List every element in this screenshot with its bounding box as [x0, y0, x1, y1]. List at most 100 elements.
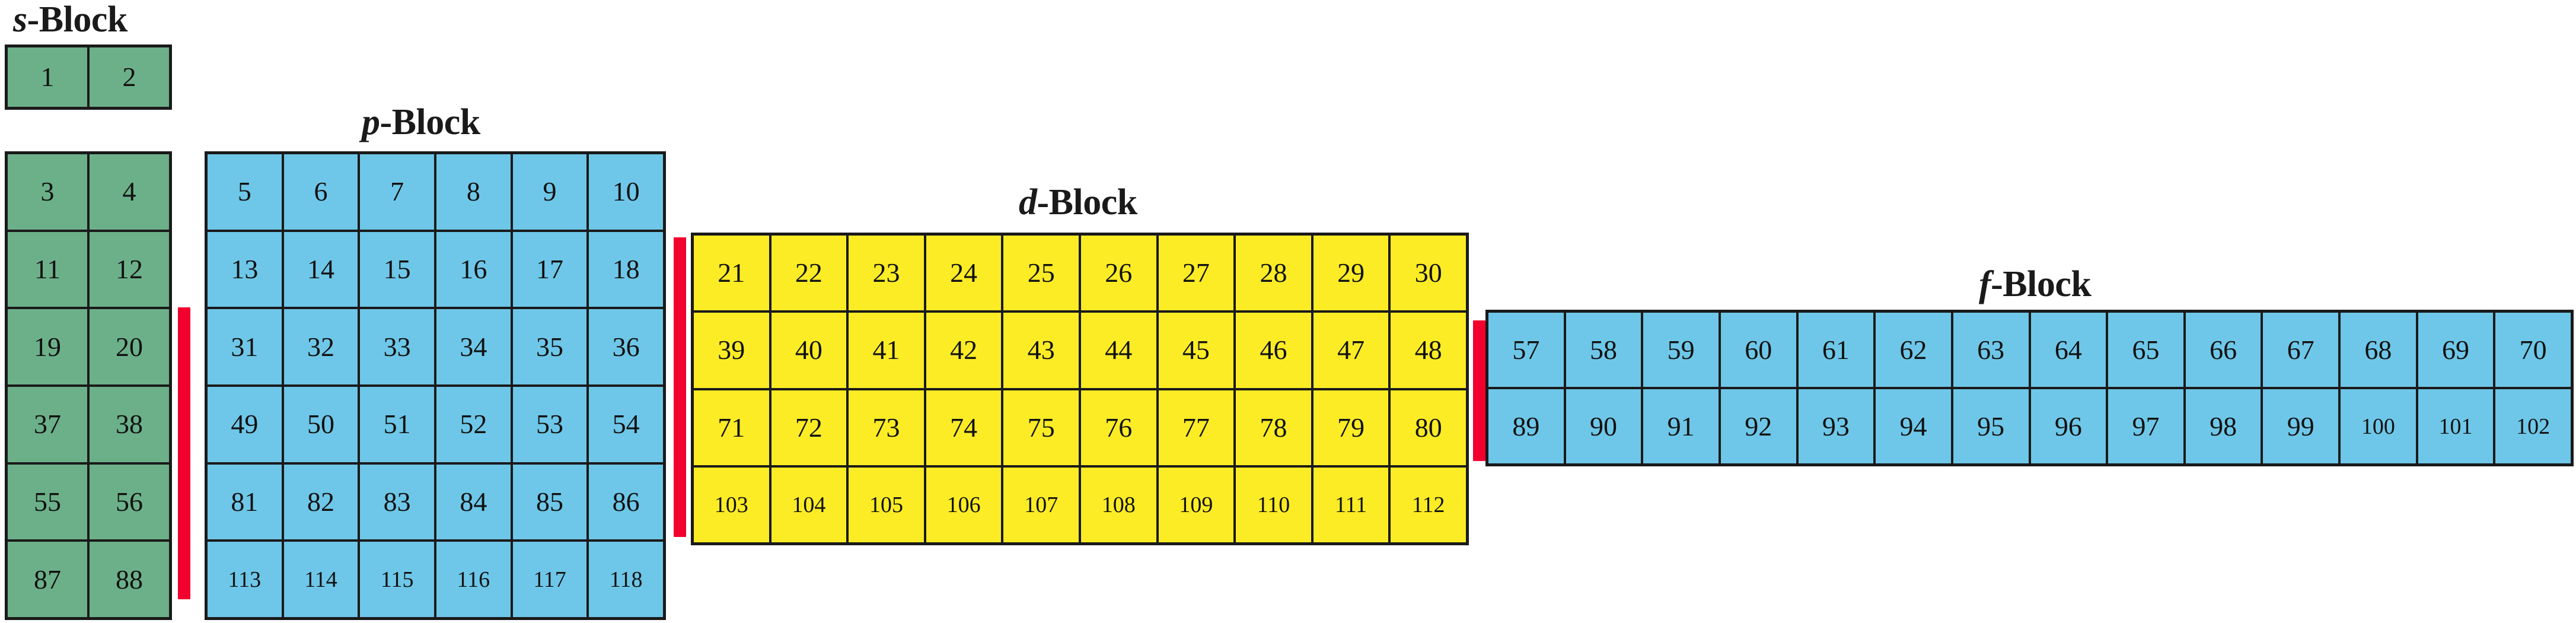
element-cell[interactable]: 59 — [1643, 313, 1719, 387]
element-cell[interactable]: 25 — [1003, 236, 1079, 311]
element-cell[interactable]: 21 — [694, 236, 769, 311]
element-cell[interactable]: 93 — [1798, 389, 1874, 463]
element-cell[interactable]: 8 — [436, 154, 511, 230]
element-cell[interactable]: 82 — [283, 464, 358, 540]
element-cell[interactable]: 62 — [1876, 313, 1951, 387]
element-cell[interactable]: 38 — [90, 386, 169, 462]
element-cell[interactable]: 52 — [436, 386, 511, 462]
element-cell[interactable]: 84 — [436, 464, 511, 540]
element-cell[interactable]: 5 — [208, 154, 282, 230]
element-cell[interactable]: 91 — [1643, 389, 1719, 463]
element-cell[interactable]: 97 — [2108, 389, 2183, 463]
element-cell[interactable]: 54 — [589, 386, 663, 462]
element-cell[interactable]: 113 — [208, 542, 282, 617]
element-cell[interactable]: 111 — [1313, 467, 1389, 542]
element-cell[interactable]: 87 — [8, 542, 87, 617]
element-cell[interactable]: 11 — [8, 231, 87, 307]
element-cell[interactable]: 27 — [1158, 236, 1234, 311]
element-cell[interactable]: 103 — [694, 467, 769, 542]
element-cell[interactable]: 73 — [849, 390, 924, 465]
element-cell[interactable]: 58 — [1566, 313, 1641, 387]
element-cell[interactable]: 55 — [8, 464, 87, 540]
element-cell[interactable]: 32 — [283, 309, 358, 384]
element-cell[interactable]: 106 — [926, 467, 1002, 542]
element-cell[interactable]: 29 — [1313, 236, 1389, 311]
element-cell[interactable]: 31 — [208, 309, 282, 384]
element-cell[interactable]: 80 — [1391, 390, 1466, 465]
element-cell[interactable]: 34 — [436, 309, 511, 384]
element-cell[interactable]: 43 — [1003, 313, 1079, 388]
element-cell[interactable]: 26 — [1080, 236, 1156, 311]
element-cell[interactable]: 90 — [1566, 389, 1641, 463]
element-cell[interactable]: 102 — [2495, 389, 2571, 463]
element-cell[interactable]: 69 — [2418, 313, 2494, 387]
element-cell[interactable]: 44 — [1080, 313, 1156, 388]
element-cell[interactable]: 12 — [90, 231, 169, 307]
element-cell[interactable]: 19 — [8, 309, 87, 384]
element-cell[interactable]: 10 — [589, 154, 663, 230]
element-cell[interactable]: 46 — [1236, 313, 1311, 388]
element-cell[interactable]: 74 — [926, 390, 1002, 465]
element-cell[interactable]: 83 — [360, 464, 434, 540]
element-cell[interactable]: 104 — [771, 467, 847, 542]
element-cell[interactable]: 53 — [512, 386, 587, 462]
element-cell[interactable]: 13 — [208, 231, 282, 307]
element-cell[interactable]: 94 — [1876, 389, 1951, 463]
element-cell[interactable]: 75 — [1003, 390, 1079, 465]
element-cell[interactable]: 7 — [360, 154, 434, 230]
element-cell[interactable]: 100 — [2341, 389, 2416, 463]
element-cell[interactable]: 88 — [90, 542, 169, 617]
element-cell[interactable]: 33 — [360, 309, 434, 384]
element-cell[interactable]: 114 — [283, 542, 358, 617]
element-cell[interactable]: 17 — [512, 231, 587, 307]
element-cell[interactable]: 99 — [2263, 389, 2339, 463]
element-cell[interactable]: 45 — [1158, 313, 1234, 388]
element-cell[interactable]: 92 — [1720, 389, 1796, 463]
element-cell[interactable]: 98 — [2185, 389, 2261, 463]
element-cell[interactable]: 78 — [1236, 390, 1311, 465]
element-cell[interactable]: 108 — [1080, 467, 1156, 542]
element-cell[interactable]: 2 — [90, 47, 169, 107]
element-cell[interactable]: 48 — [1391, 313, 1466, 388]
element-cell[interactable]: 115 — [360, 542, 434, 617]
element-cell[interactable]: 95 — [1953, 389, 2029, 463]
element-cell[interactable]: 68 — [2341, 313, 2416, 387]
element-cell[interactable]: 6 — [283, 154, 358, 230]
element-cell[interactable]: 50 — [283, 386, 358, 462]
element-cell[interactable]: 117 — [512, 542, 587, 617]
element-cell[interactable]: 107 — [1003, 467, 1079, 542]
element-cell[interactable]: 118 — [589, 542, 663, 617]
element-cell[interactable]: 15 — [360, 231, 434, 307]
element-cell[interactable]: 67 — [2263, 313, 2339, 387]
element-cell[interactable]: 47 — [1313, 313, 1389, 388]
element-cell[interactable]: 63 — [1953, 313, 2029, 387]
element-cell[interactable]: 71 — [694, 390, 769, 465]
element-cell[interactable]: 41 — [849, 313, 924, 388]
element-cell[interactable]: 24 — [926, 236, 1002, 311]
element-cell[interactable]: 42 — [926, 313, 1002, 388]
element-cell[interactable]: 76 — [1080, 390, 1156, 465]
element-cell[interactable]: 36 — [589, 309, 663, 384]
element-cell[interactable]: 85 — [512, 464, 587, 540]
element-cell[interactable]: 30 — [1391, 236, 1466, 311]
element-cell[interactable]: 110 — [1236, 467, 1311, 542]
element-cell[interactable]: 20 — [90, 309, 169, 384]
element-cell[interactable]: 109 — [1158, 467, 1234, 542]
element-cell[interactable]: 51 — [360, 386, 434, 462]
element-cell[interactable]: 116 — [436, 542, 511, 617]
element-cell[interactable]: 77 — [1158, 390, 1234, 465]
element-cell[interactable]: 105 — [849, 467, 924, 542]
element-cell[interactable]: 61 — [1798, 313, 1874, 387]
element-cell[interactable]: 60 — [1720, 313, 1796, 387]
element-cell[interactable]: 81 — [208, 464, 282, 540]
element-cell[interactable]: 28 — [1236, 236, 1311, 311]
element-cell[interactable]: 16 — [436, 231, 511, 307]
element-cell[interactable]: 57 — [1488, 313, 1564, 387]
element-cell[interactable]: 22 — [771, 236, 847, 311]
element-cell[interactable]: 49 — [208, 386, 282, 462]
element-cell[interactable]: 18 — [589, 231, 663, 307]
element-cell[interactable]: 79 — [1313, 390, 1389, 465]
element-cell[interactable]: 23 — [849, 236, 924, 311]
element-cell[interactable]: 1 — [8, 47, 87, 107]
element-cell[interactable]: 112 — [1391, 467, 1466, 542]
